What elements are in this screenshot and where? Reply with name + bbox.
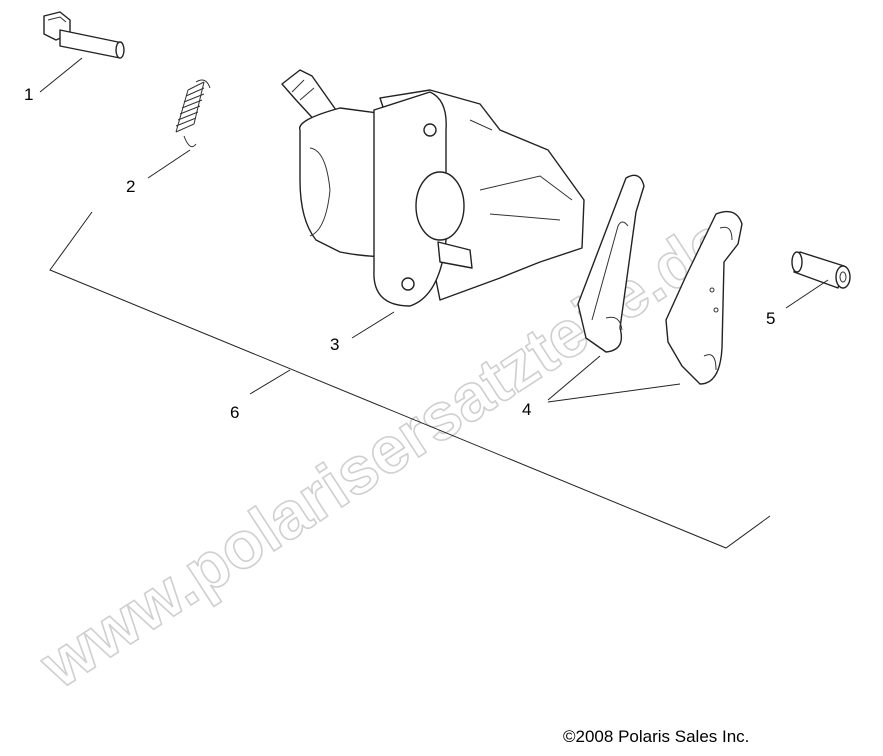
leader-3: [351, 311, 395, 339]
leader-6: [249, 369, 291, 395]
callout-2: 2: [126, 177, 135, 196]
spring-part: [175, 79, 211, 148]
bolt-part: [43, 11, 125, 59]
brake-pad-left: [577, 174, 645, 353]
assembly-bracket: [49, 211, 771, 549]
callout-3: 3: [330, 335, 339, 354]
callout-1: 1: [24, 85, 33, 104]
caliper-part: [281, 69, 585, 307]
bushing-part: [791, 251, 851, 289]
leader-2: [147, 149, 191, 179]
callout-5: 5: [766, 309, 775, 328]
brake-pad-right: [665, 210, 743, 385]
callout-6: 6: [230, 403, 239, 422]
callout-4: 4: [522, 400, 531, 419]
leader-4b: [547, 383, 681, 403]
leader-1: [39, 57, 83, 93]
leader-4a: [547, 355, 601, 401]
copyright-notice: ©2008 Polaris Sales Inc.: [563, 727, 749, 746]
leader-5: [785, 279, 829, 309]
